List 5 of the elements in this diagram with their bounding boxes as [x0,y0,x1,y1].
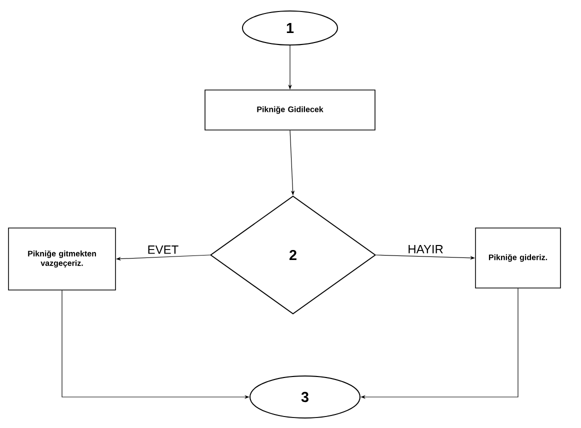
process-box: Pikniğe Gidilecek [204,90,376,130]
process-box: Pikniğe gitmekten vazgeçeriz. [8,228,116,290]
edge-label: HAYIR [406,244,444,254]
process-box: Pikniğe gideriz. [475,228,561,288]
edge-label: EVET [146,244,180,255]
